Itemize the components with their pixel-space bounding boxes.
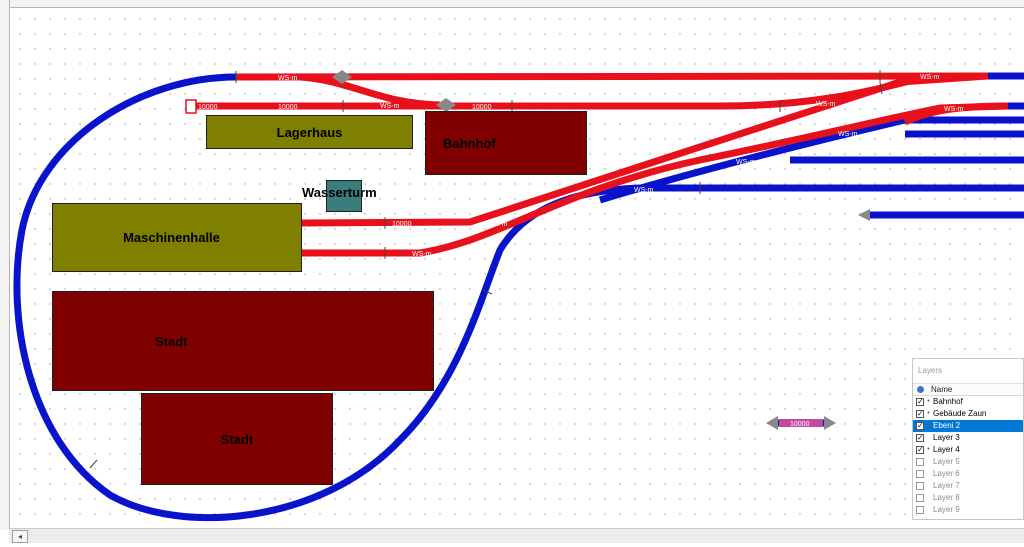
track-joint-ticks: [89, 70, 883, 469]
building-wasserturm[interactable]: [326, 180, 362, 212]
label-siding-length-2: 10000: [278, 104, 298, 111]
label-siding-length-1: 10000: [198, 104, 218, 111]
layer-visibility-checkbox[interactable]: [916, 458, 924, 466]
building-bahnhof-label: Bahnhof: [443, 135, 496, 151]
red-lower-diagonal[interactable]: [302, 102, 1009, 257]
layers-column-name: Name: [931, 385, 953, 394]
layer-visibility-checkbox[interactable]: ✓: [916, 445, 924, 454]
layer-row[interactable]: ✓•Layer 4: [913, 444, 1023, 456]
label-top-ws-1: WS-m: [278, 75, 298, 82]
layer-visibility-checkbox[interactable]: ✓: [916, 409, 924, 418]
scroll-left-arrow-icon[interactable]: ◂: [12, 530, 28, 543]
building-bahnhof[interactable]: Bahnhof: [425, 111, 587, 175]
layer-name: Layer 7: [933, 481, 960, 490]
ruler-top: [0, 0, 1024, 8]
layer-visibility-checkbox[interactable]: ✓: [916, 433, 924, 442]
layer-name: Gebäude Zaun: [933, 409, 987, 418]
buffer-stop[interactable]: [185, 99, 197, 114]
layer-active-dot-icon: •: [927, 446, 930, 453]
track-end-arrow-left-1[interactable]: [332, 70, 352, 84]
layer-row[interactable]: ✓•Gebäude Zaun: [913, 408, 1023, 420]
layer-visibility-checkbox[interactable]: [916, 506, 924, 514]
horizontal-scrollbar[interactable]: ◂: [9, 528, 1024, 543]
layer-row[interactable]: Layer 7: [913, 480, 1023, 492]
layer-name: Layer 9: [933, 505, 960, 514]
label-lower-length: 10000: [392, 221, 412, 228]
label-right-ws-2: WS-m: [944, 106, 964, 113]
layer-row[interactable]: Layer 6: [913, 468, 1023, 480]
layer-name: Layer 8: [933, 493, 960, 502]
layer-visibility-checkbox[interactable]: [916, 470, 924, 478]
label-right-ws-1: WS-m: [838, 131, 858, 138]
blue-track-upper-right[interactable]: [598, 116, 1024, 204]
label-lower-ws: WS-m: [412, 251, 432, 258]
loose-piece-arrow-left[interactable]: [766, 416, 778, 430]
loose-track-pink-marker: [779, 419, 823, 427]
layer-visibility-checkbox[interactable]: ✓: [916, 421, 924, 430]
layer-row[interactable]: Layer 9: [913, 504, 1023, 516]
loose-piece-arrow-right[interactable]: [824, 416, 836, 430]
label-top-ws-2: WS-m: [380, 103, 400, 110]
layer-visibility-checkbox[interactable]: [916, 482, 924, 490]
layer-active-dot-icon: •: [927, 398, 930, 405]
building-lagerhaus[interactable]: Lagerhaus: [206, 115, 413, 149]
layer-name: Bahnhof: [933, 397, 963, 406]
layer-row[interactable]: Layer 8: [913, 492, 1023, 504]
building-stadt-1[interactable]: Stadt: [52, 291, 434, 391]
building-maschinenhalle[interactable]: Maschinenhalle: [52, 203, 302, 272]
track-end-arrow-lower[interactable]: [858, 209, 870, 221]
label-middle-ws-2: WS-m: [488, 221, 508, 228]
label-top-ws-3: WS-m: [920, 74, 940, 81]
building-stadt-2[interactable]: Stadt: [141, 393, 333, 485]
layer-name: Layer 3: [933, 433, 960, 442]
layer-name: Layer 4: [933, 445, 960, 454]
ruler-left: [0, 0, 10, 530]
layer-row[interactable]: ✓ Layer 3: [913, 432, 1023, 444]
layer-row[interactable]: ✓•Bahnhof: [913, 396, 1023, 408]
layer-active-dot-icon: •: [927, 410, 930, 417]
layer-visibility-checkbox[interactable]: ✓: [916, 397, 924, 406]
layer-visibility-icon: [917, 386, 924, 393]
track-end-arrow-left-2[interactable]: [436, 98, 456, 112]
layer-name: Layer 6: [933, 469, 960, 478]
building-stadt-2-label: Stadt: [220, 431, 254, 447]
red-upper-right-curve[interactable]: [903, 102, 1009, 126]
red-middle-diagonal[interactable]: [301, 72, 989, 227]
label-middle-ws-3: WS-m: [634, 187, 654, 194]
layers-panel-title: Layers: [913, 359, 1023, 384]
layers-column-header[interactable]: Name: [913, 384, 1023, 396]
layer-row[interactable]: ✓•Ebeni 2: [913, 420, 1023, 432]
building-stadt-1-label: Stadt: [155, 333, 188, 349]
building-wasserturm-label: Wasserturm: [302, 185, 377, 200]
layers-list: ✓•Bahnhof✓•Gebäude Zaun✓•Ebeni 2✓Layer 3…: [913, 396, 1023, 516]
label-siding-length-3: 10000: [472, 104, 492, 111]
label-middle-ws-1: WS-m: [816, 101, 836, 108]
layer-row[interactable]: Layer 5: [913, 456, 1023, 468]
layer-name: Layer 5: [933, 457, 960, 466]
label-loose-length: 10000: [790, 421, 810, 428]
red-top-main-track[interactable]: [235, 72, 989, 81]
layer-visibility-checkbox[interactable]: [916, 494, 924, 502]
building-lagerhaus-label: Lagerhaus: [276, 124, 343, 140]
layer-name: Ebeni 2: [933, 421, 961, 430]
layers-panel[interactable]: Layers Name ✓•Bahnhof✓•Gebäude Zaun✓•Ebe…: [912, 358, 1024, 520]
blue-loop-track[interactable]: [13, 73, 1024, 522]
label-middle-ws-4: WS-m: [736, 159, 756, 166]
building-maschinenhalle-label: Maschinenhalle: [123, 230, 220, 245]
track-labels: WS-m WS-m WS-m 10000 10000 10000 WS-m WS…: [198, 74, 964, 428]
layer-active-dot-icon: •: [927, 422, 930, 429]
